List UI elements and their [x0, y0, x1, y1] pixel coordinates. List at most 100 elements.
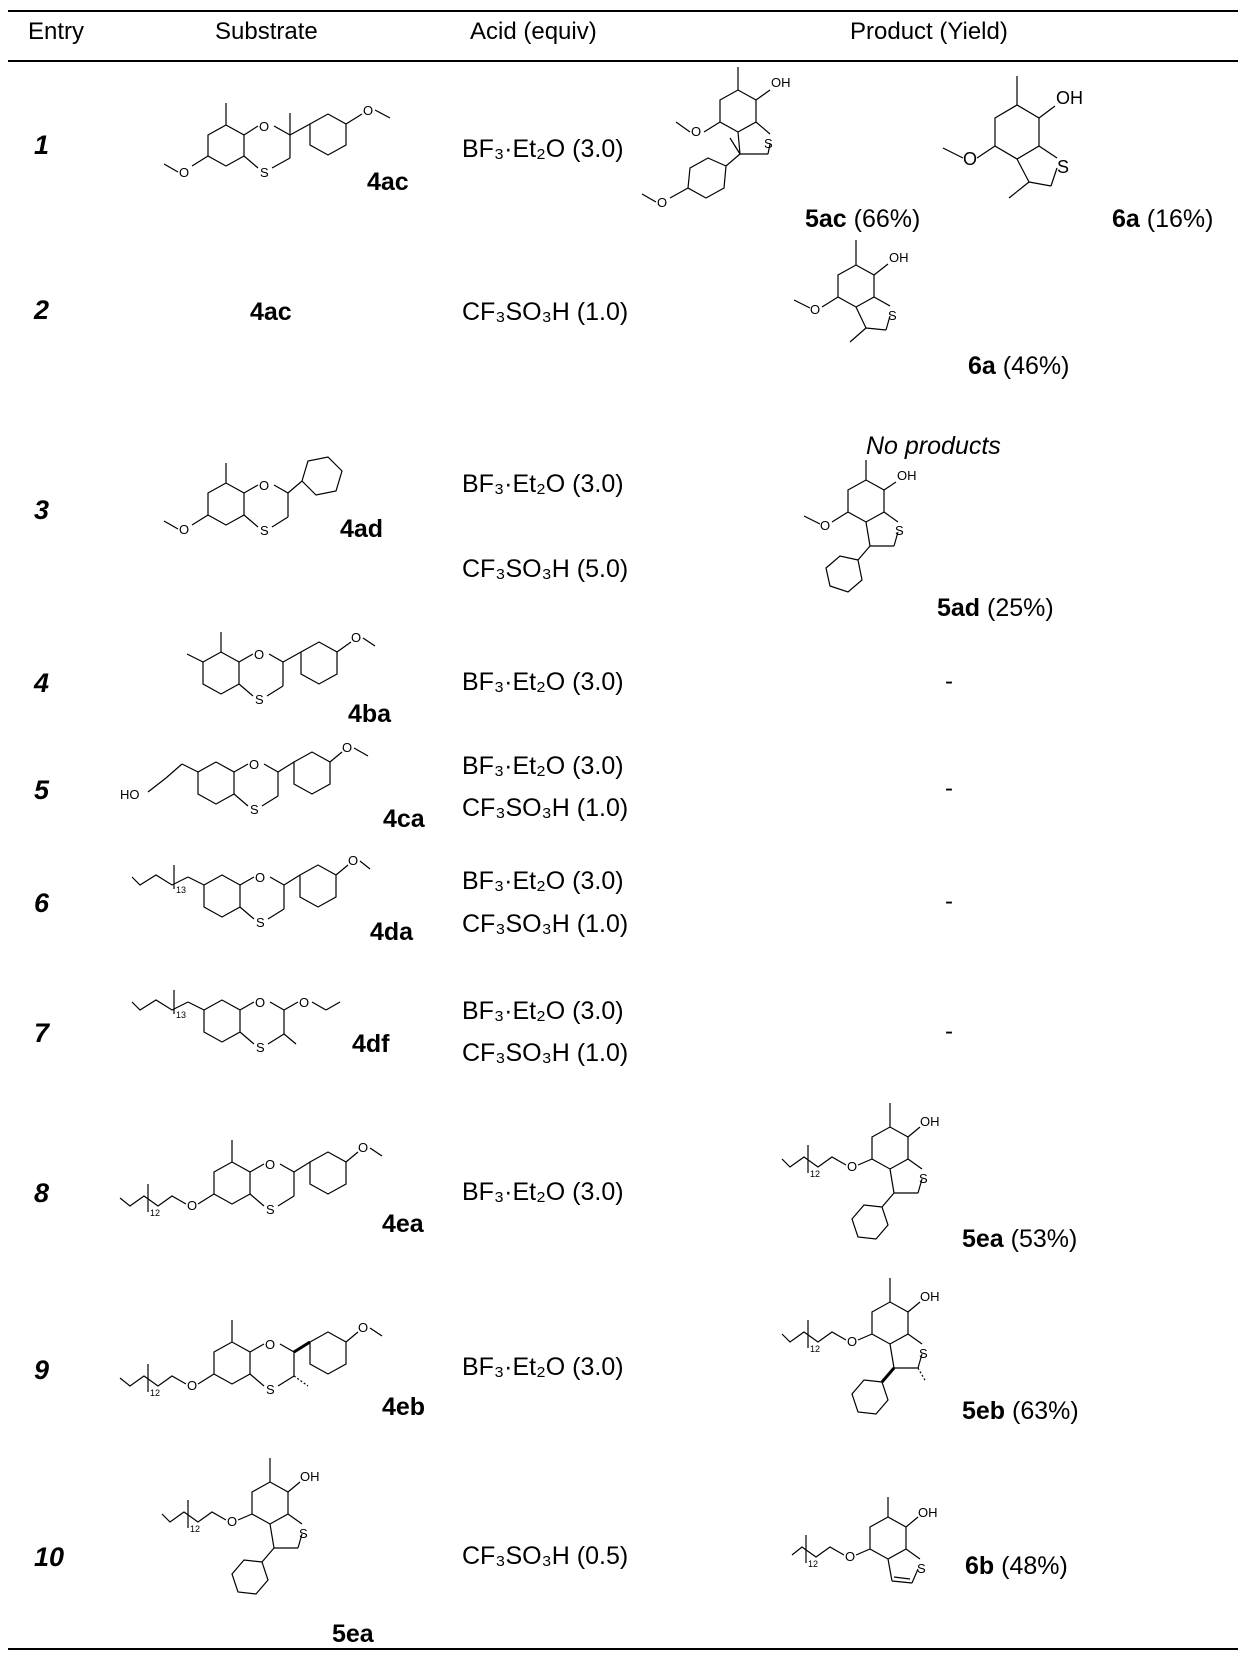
product-label-9: 5eb (63%): [962, 1397, 1079, 1425]
atom-O: O: [358, 1140, 368, 1155]
entry-9: 9: [34, 1355, 50, 1385]
substrate-label-10: 5ea: [332, 1620, 374, 1648]
product-dash-5: -: [945, 775, 953, 802]
atom-O: O: [179, 165, 189, 180]
acid-7b: CF₃SO₃H (1.0): [462, 1039, 629, 1067]
atom-S: S: [917, 1561, 926, 1576]
atom-O: O: [254, 647, 264, 662]
acid-9: BF₃·Et₂O (3.0): [462, 1353, 624, 1381]
structure-5eb: 12 OH S O: [781, 1278, 940, 1415]
atom-O: O: [259, 119, 269, 134]
no-products-text: No products: [866, 432, 1001, 460]
atom-O: O: [358, 1320, 368, 1335]
acid-7a: BF₃·Et₂O (3.0): [462, 997, 624, 1025]
atom-S: S: [888, 308, 897, 323]
entry-5: 5: [34, 775, 50, 805]
atom-O: O: [657, 195, 667, 210]
bottom-rule: [8, 1648, 1238, 1650]
atom-S: S: [299, 1526, 308, 1541]
header-entry: Entry: [28, 18, 85, 45]
product-label-3: 5ad (25%): [937, 594, 1054, 622]
entry-1: 1: [34, 130, 50, 160]
repeat-count-12: 12: [150, 1388, 160, 1398]
atom-O: O: [187, 1378, 197, 1393]
atom-O: O: [299, 995, 309, 1010]
atom-O: O: [342, 740, 352, 755]
atom-OH: OH: [897, 468, 917, 483]
header-substrate: Substrate: [215, 18, 318, 45]
substrate-label-9: 4eb: [382, 1393, 426, 1421]
atom-S: S: [919, 1346, 928, 1361]
atom-O: O: [227, 1514, 237, 1529]
header-product: Product (Yield): [850, 18, 1008, 45]
atom-O: O: [363, 103, 373, 118]
product-label-1a: 5ac (66%): [805, 205, 921, 233]
atom-S: S: [260, 165, 269, 180]
structure-5ac: OH S O O: [641, 67, 791, 210]
entry-10: 10: [34, 1542, 65, 1572]
acid-10: CF₃SO₃H (0.5): [462, 1542, 629, 1570]
product-dash-7: -: [945, 1018, 953, 1045]
entry-7: 7: [34, 1018, 50, 1048]
atom-OH: OH: [300, 1469, 320, 1484]
substrate-label-7: 4df: [352, 1030, 390, 1058]
atom-O: O: [259, 478, 269, 493]
repeat-count-12: 12: [810, 1344, 820, 1354]
acid-3b: CF₃SO₃H (5.0): [462, 555, 629, 583]
header-rule: [8, 60, 1238, 62]
atom-O: O: [249, 757, 259, 772]
header-acid: Acid (equiv): [470, 18, 597, 45]
repeat-count-12: 12: [808, 1559, 818, 1569]
repeat-count-12: 12: [810, 1169, 820, 1179]
entry-2: 2: [34, 295, 50, 325]
structure-6a-large: OH S O: [942, 76, 1083, 199]
atom-O: O: [691, 124, 701, 139]
structure-4ac: O S O O: [163, 103, 391, 180]
entry-6: 6: [34, 888, 50, 918]
product-dash-4: -: [945, 668, 953, 695]
atom-S: S: [260, 523, 269, 538]
structure-5ad: OH S O: [803, 460, 917, 593]
atom-S: S: [895, 523, 904, 538]
atom-S: S: [250, 802, 259, 817]
atom-O: O: [810, 302, 820, 317]
atom-O: O: [847, 1159, 857, 1174]
substrate-label-5: 4ca: [383, 805, 425, 833]
acid-6a: BF₃·Et₂O (3.0): [462, 867, 624, 895]
structure-4ea: 12 O O S O: [119, 1140, 383, 1218]
atom-O: O: [255, 995, 265, 1010]
atom-S: S: [256, 1040, 265, 1055]
structure-5ea-product: 12 OH S O: [781, 1103, 940, 1240]
atom-OH: OH: [771, 75, 791, 90]
atom-O: O: [348, 853, 358, 868]
atom-OH: OH: [920, 1289, 940, 1304]
atom-S: S: [266, 1202, 275, 1217]
atom-O: O: [179, 522, 189, 537]
acid-8: BF₃·Et₂O (3.0): [462, 1178, 624, 1206]
atom-O: O: [845, 1549, 855, 1564]
substrate-label-8: 4ea: [382, 1210, 424, 1238]
atom-S: S: [764, 136, 773, 151]
atom-HO: HO: [120, 787, 140, 802]
atom-O: O: [351, 630, 361, 645]
product-label-10: 6b (48%): [965, 1552, 1068, 1580]
acid-5a: BF₃·Et₂O (3.0): [462, 752, 624, 780]
repeat-count-12: 12: [150, 1208, 160, 1218]
atom-O: O: [265, 1157, 275, 1172]
atom-S: S: [255, 692, 264, 707]
atom-O: O: [820, 518, 830, 533]
structure-4da: 13 O S O: [131, 853, 371, 930]
repeat-count-13: 13: [176, 885, 186, 895]
substrate-label-2: 4ac: [250, 298, 292, 326]
atom-O: O: [963, 149, 977, 169]
atom-OH: OH: [889, 250, 909, 265]
product-label-8: 5ea (53%): [962, 1225, 1078, 1253]
structure-4ad: O S O: [163, 456, 343, 538]
structure-6b: 12 OH S O: [791, 1497, 938, 1584]
entry-3: 3: [34, 495, 50, 525]
substrate-label-6: 4da: [370, 918, 414, 946]
top-rule: [8, 10, 1238, 12]
product-label-2: 6a (46%): [968, 352, 1070, 380]
structure-5ea-substrate: 12 OH S O: [161, 1458, 320, 1595]
repeat-count-13: 13: [176, 1010, 186, 1020]
